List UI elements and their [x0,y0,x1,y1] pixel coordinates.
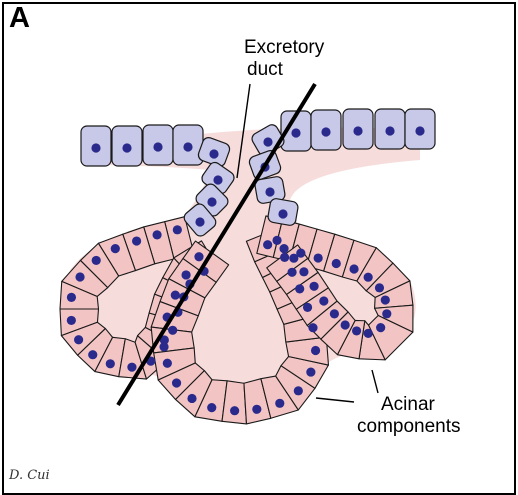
duct-cell-nucleus [415,126,424,135]
acinar-cell-nucleus [381,295,390,304]
acinar-cell-nucleus [280,253,289,262]
acinar-cell-nucleus [187,394,196,403]
acinar-cell-nucleus [294,386,303,395]
acinar-cell-nucleus [309,282,318,291]
acinar-cell-nucleus [306,367,315,376]
acinar-cell-nucleus [181,270,190,279]
acinar-cell-nucleus [375,283,384,292]
acinar-cell-nucleus [263,240,272,249]
duct-cell-nucleus [265,187,274,196]
acinar-cell-nucleus [74,335,83,344]
acinar-cell-nucleus [92,256,101,265]
acinar-cell-nucleus [332,259,341,268]
duct-cell-nucleus [153,142,162,151]
duct-cell-nucleus [263,137,272,146]
duct-cell-nucleus [353,126,362,135]
acinar-cell-nucleus [152,230,161,239]
acinar-cell-nucleus [382,309,391,318]
duct-cell-nucleus [321,127,330,136]
acinar-components-label: Acinar components [381,394,461,438]
acinar-cell-nucleus [163,359,172,368]
acinar-cell-nucleus [252,405,261,414]
excretory-duct-label: Excretory duct [244,37,324,81]
acinar-cell-nucleus [275,399,284,408]
acinar-leader-line-2 [316,398,354,402]
duct-cell-nucleus [385,126,394,135]
artist-signature: D. Cui [9,468,50,483]
acinar-cell-nucleus [311,346,320,355]
duct-cell-nucleus [278,209,287,218]
acinar-cell-nucleus [364,329,373,338]
acinar-cell-nucleus [75,272,84,281]
acinar-cell-nucleus [172,378,181,387]
acinar-cell-nucleus [230,406,239,415]
acinar-cell-nucleus [308,323,317,332]
excretory-label-line2: duct [244,59,324,81]
acinar-cell-nucleus [207,403,216,412]
duct-cell-nucleus [195,217,204,226]
duct-cell-nucleus [183,142,192,151]
acinar-cell-nucleus [272,236,281,245]
duct-cell-nucleus [122,143,131,152]
acinar-cell-nucleus [330,309,339,318]
acinar-cell-nucleus [111,244,120,253]
acinar-cell-nucleus [127,363,136,372]
acinar-cell-nucleus [295,284,304,293]
acinar-cell-nucleus [194,252,203,261]
acinar-cell-nucleus [287,268,296,277]
acinar-cell-nucleus [171,290,180,299]
acinar-cell-nucleus [279,244,288,253]
acinar-cell-nucleus [88,350,97,359]
acinar-cell-nucleus [376,323,385,332]
duct-cell-nucleus [209,149,218,158]
acinar-cell-nucleus [341,320,350,329]
duct-cell-nucleus [213,175,222,184]
acinar-cell-nucleus [106,359,115,368]
panel-letter: A [9,2,30,35]
acinar-cell-nucleus [314,253,323,262]
acinar-cell-nucleus [349,264,358,273]
acinar-cell-nucleus [364,273,373,282]
acinar-label-line2: components [357,416,461,438]
excretory-label-line1: Excretory [244,37,324,59]
acinar-cell-nucleus [319,296,328,305]
duct-cell-nucleus [291,128,300,137]
acinar-cell-nucleus [67,293,76,302]
duct-cell-nucleus [207,197,216,206]
acinar-cell-nucleus [352,326,361,335]
acinar-cell-nucleus [303,303,312,312]
acinar-leader-line [372,370,378,393]
acinar-cell-nucleus [67,316,76,325]
acinar-cell-nucleus [173,225,182,234]
acinar-cell-nucleus [168,326,177,335]
cell-layer [60,109,435,424]
acinar-label-line1: Acinar [381,394,461,416]
duct-cell-nucleus [91,143,100,152]
acinar-cell-nucleus [299,267,308,276]
acinar-cell-nucleus [132,236,141,245]
acinar-cell-nucleus [289,254,298,263]
